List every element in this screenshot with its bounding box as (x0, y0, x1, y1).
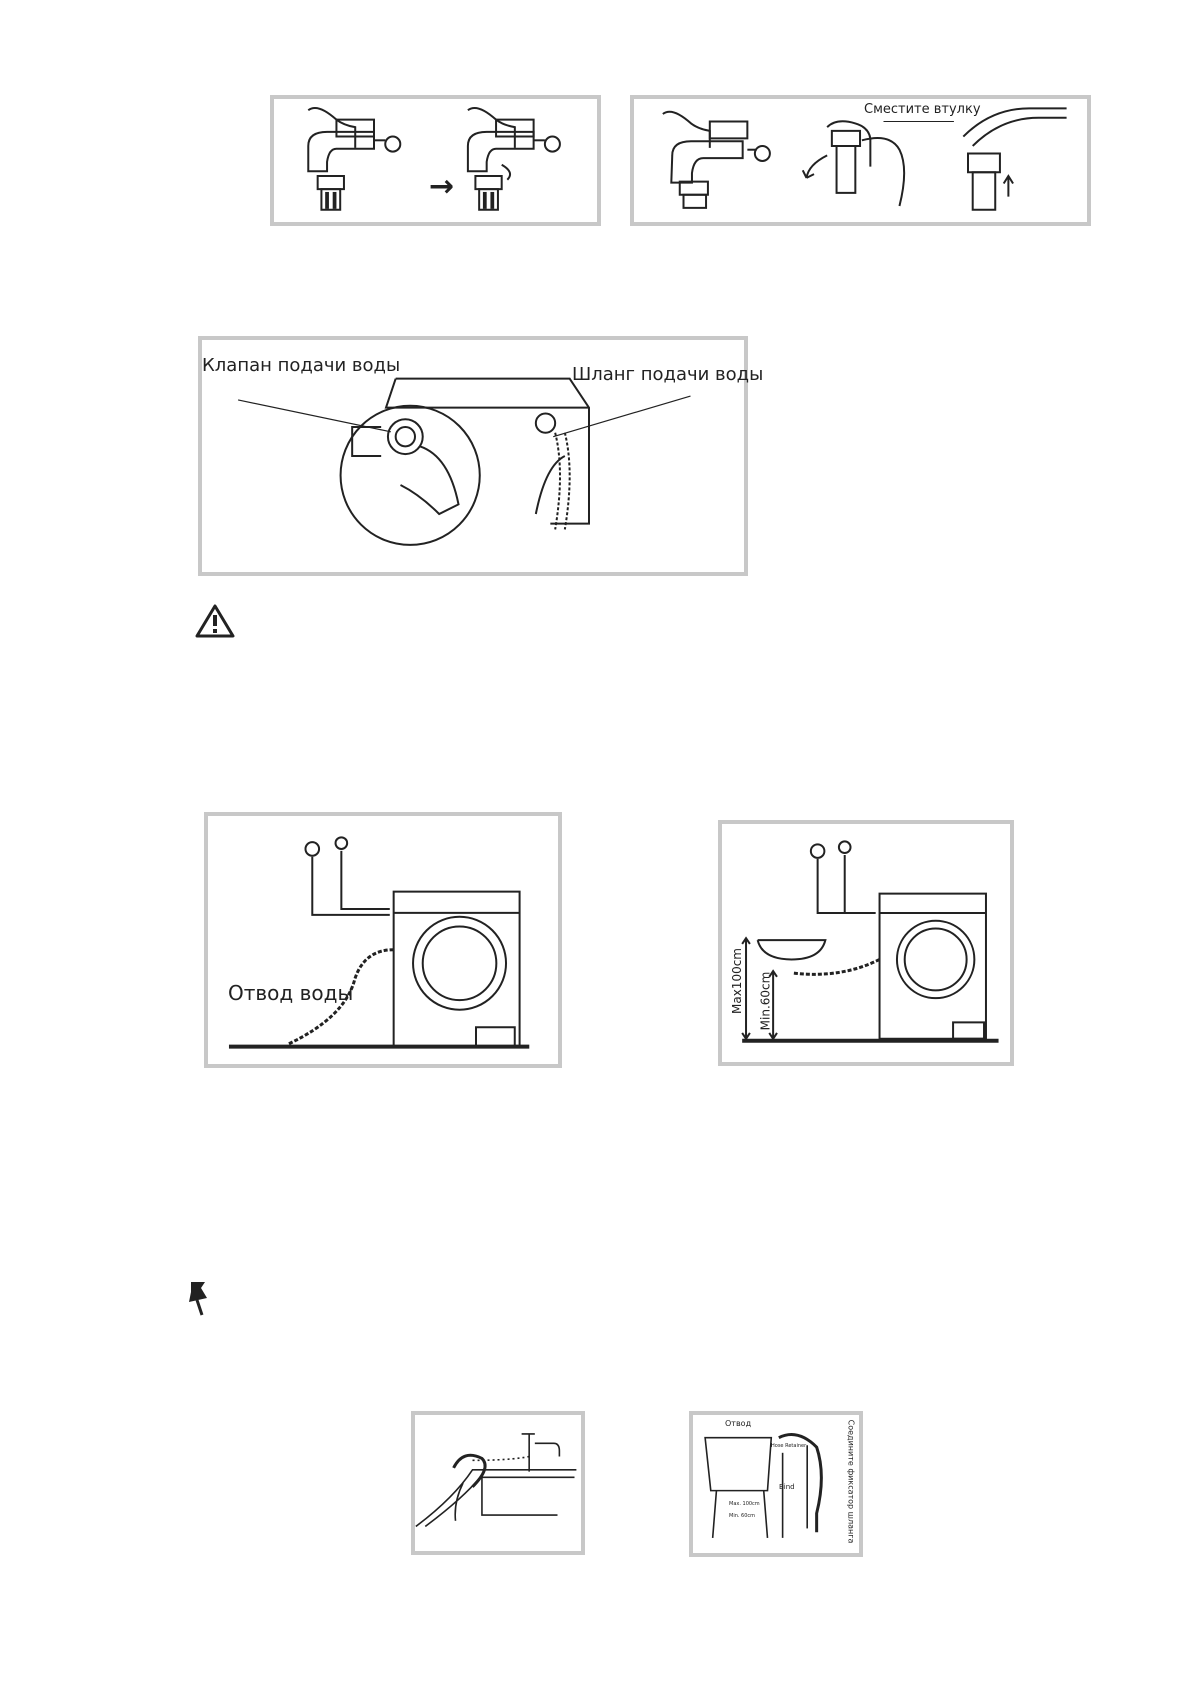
figure-sink (411, 1411, 585, 1555)
valve-label: Клапан подачи воды (202, 355, 401, 376)
drain-label: Отвод воды (228, 981, 354, 1005)
tub-top-label: Отвод (725, 1419, 752, 1428)
tub-min-label: Min. 60cm (729, 1513, 756, 1519)
tub-side-label: Соедините фиксатор шланга (846, 1419, 856, 1544)
tap-sleeve-illustration (634, 99, 1087, 222)
drain-height-illustration (722, 824, 1010, 1062)
hose-label: Шланг подачи воды (572, 364, 764, 385)
figure-tap-fit: → (270, 95, 601, 226)
tub-max-label: Max. 100cm (729, 1501, 760, 1507)
sleeve-label: Сместите втулку (864, 102, 981, 117)
tub-illustration (693, 1415, 859, 1553)
hose-retainer-label: Hose Retainer (771, 1443, 807, 1449)
min-height-label: Min.60cm (758, 971, 773, 1031)
bind-label: Bind (779, 1483, 795, 1491)
warning-triangle-icon (194, 603, 236, 639)
figure-tub: Отвод Hose Retainer Bind Max. 100cm Min.… (689, 1411, 863, 1557)
sink-illustration (415, 1415, 581, 1551)
pushpin-icon (183, 1278, 215, 1318)
water-inlet-illustration (202, 340, 744, 572)
figure-water-inlet: Клапан подачи воды Шланг подачи воды (198, 336, 763, 576)
figure-tap-sleeve: Сместите втулку (630, 95, 1091, 226)
tap-fit-illustration (274, 99, 597, 222)
arrow-right-icon: → (429, 169, 455, 204)
figure-drain-floor: Отвод воды (204, 812, 562, 1068)
max-height-label: Max100cm (730, 948, 744, 1014)
drain-floor-illustration (208, 816, 558, 1064)
figure-drain-height: Max100cm Min.60cm (718, 820, 1014, 1066)
